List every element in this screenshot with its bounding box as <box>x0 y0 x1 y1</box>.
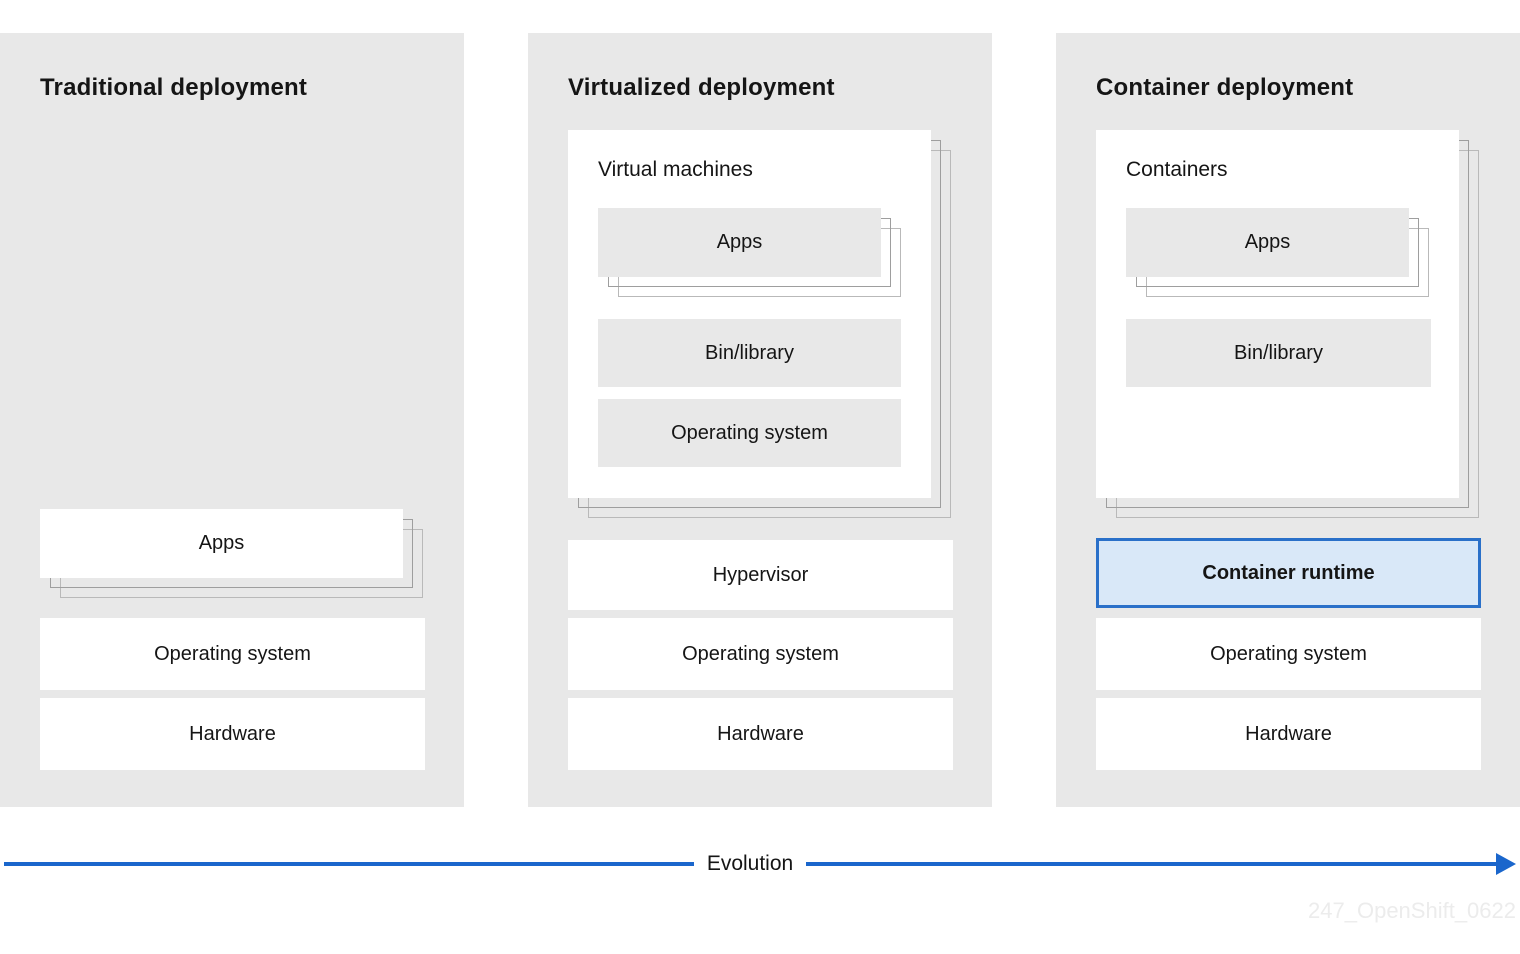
apps-stack: Apps <box>1126 208 1429 297</box>
arrow-line-right-with-arrowhead <box>806 852 1516 875</box>
evolution-arrow: Evolution <box>4 851 1516 875</box>
panel-virtualized-deployment: Virtualized deployment Virtual machines … <box>528 33 992 807</box>
apps-stack: Apps <box>598 208 901 297</box>
hardware-box: Hardware <box>40 698 425 770</box>
panel-traditional-deployment: Traditional deployment Apps Operating sy… <box>0 33 464 807</box>
hardware-box: Hardware <box>568 698 953 770</box>
panel-title: Container deployment <box>1096 74 1354 101</box>
virtual-machines-card: Virtual machines Apps Bin/library Operat… <box>568 130 931 498</box>
virtual-machines-card-stack: Virtual machines Apps Bin/library Operat… <box>568 130 951 518</box>
apps-box: Apps <box>598 208 881 277</box>
panel-title: Virtualized deployment <box>568 74 835 101</box>
containers-card: Containers Apps Bin/library <box>1096 130 1459 498</box>
bin-library-box: Bin/library <box>598 319 901 387</box>
watermark-text: 247_OpenShift_0622 <box>1308 898 1516 923</box>
operating-system-box: Operating system <box>40 618 425 690</box>
hypervisor-box: Hypervisor <box>568 540 953 610</box>
container-runtime-box: Container runtime <box>1096 538 1481 608</box>
apps-stack: Apps <box>40 509 423 598</box>
arrow-line-left <box>4 861 694 866</box>
apps-box: Apps <box>40 509 403 578</box>
panel-container-deployment: Container deployment Containers Apps Bin… <box>1056 33 1520 807</box>
bin-library-box: Bin/library <box>1126 319 1431 387</box>
panel-title: Traditional deployment <box>40 74 308 101</box>
apps-box: Apps <box>1126 208 1409 277</box>
containers-card-stack: Containers Apps Bin/library <box>1096 130 1479 518</box>
vm-operating-system-box: Operating system <box>598 399 901 467</box>
evolution-label: Evolution <box>706 851 794 875</box>
card-label: Virtual machines <box>598 158 753 181</box>
hardware-box: Hardware <box>1096 698 1481 770</box>
card-label: Containers <box>1126 158 1228 181</box>
operating-system-box: Operating system <box>568 618 953 690</box>
operating-system-box: Operating system <box>1096 618 1481 690</box>
